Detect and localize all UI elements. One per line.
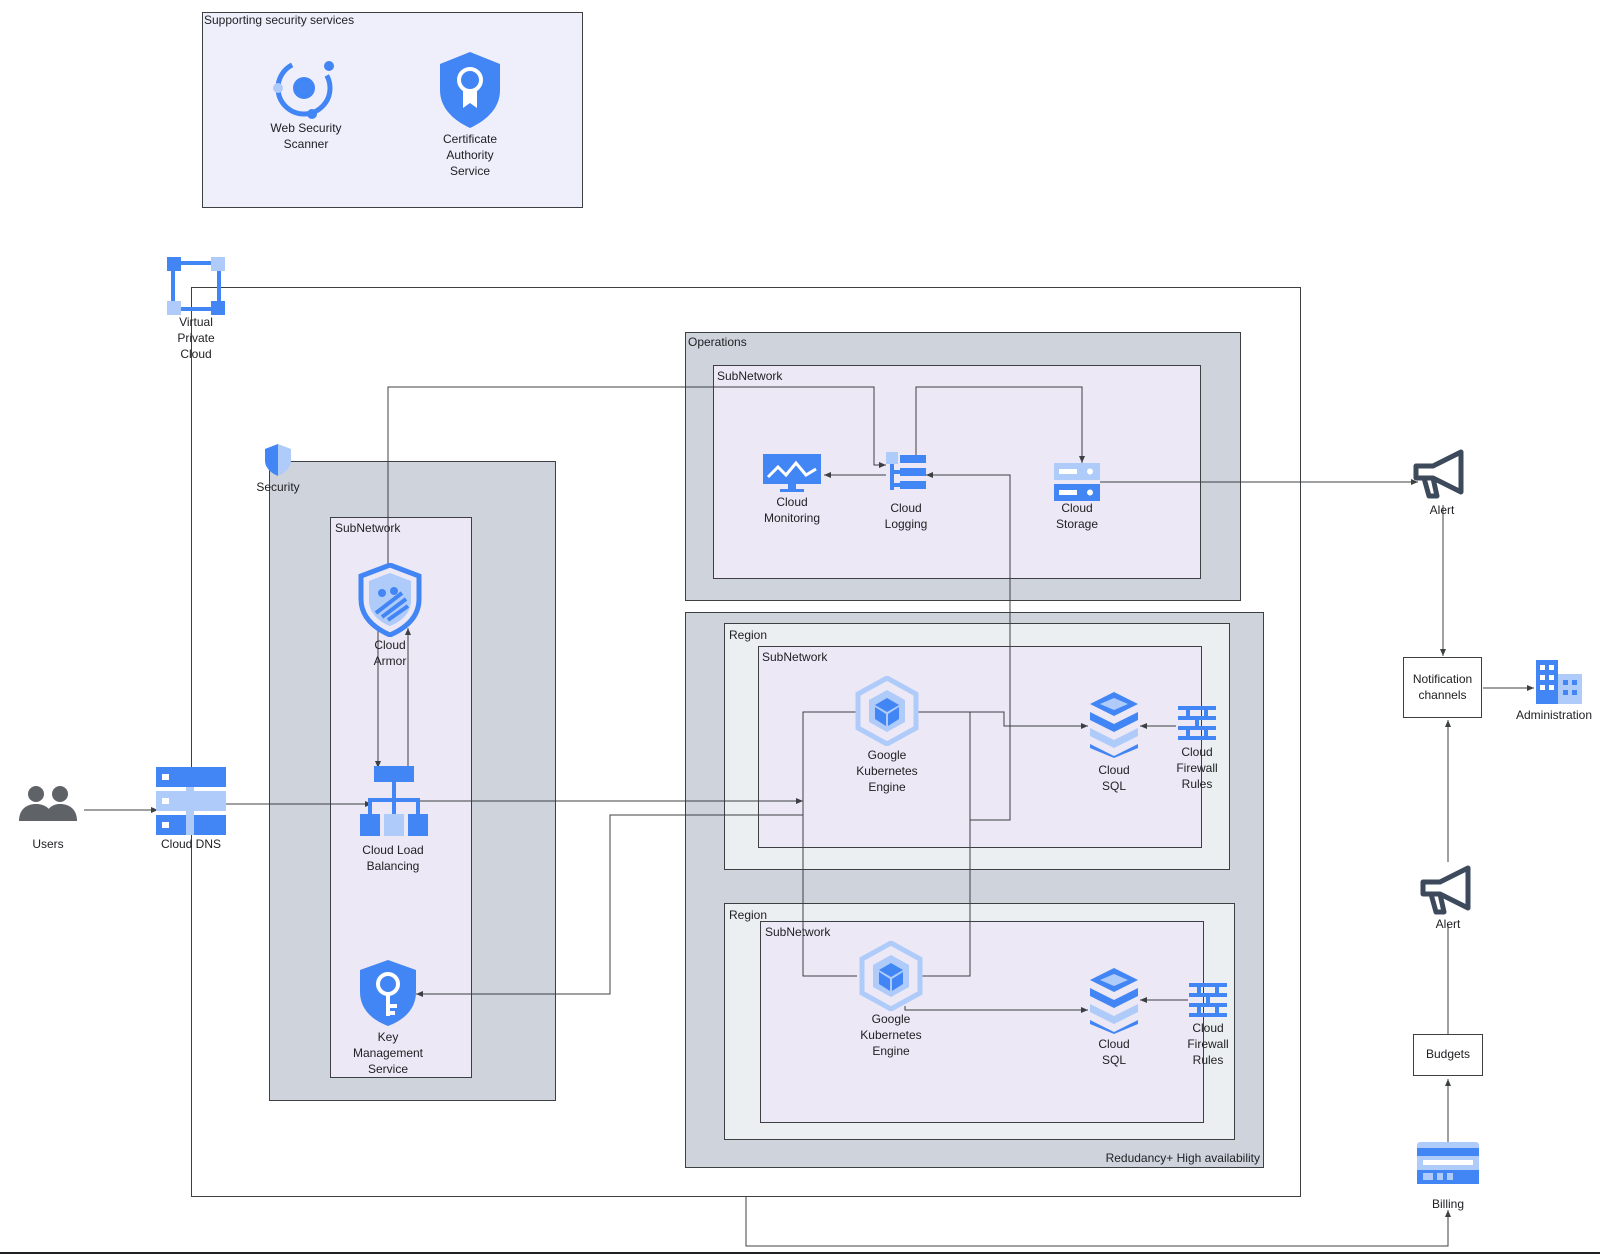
cloud-load-balancing-label: Cloud Load Balancing <box>362 843 424 873</box>
cloud-dns-icon[interactable] <box>156 767 226 835</box>
edge-gke1-logging <box>926 472 1011 821</box>
alert-bottom-label: Alert <box>1435 917 1461 931</box>
cloud-logging-icon[interactable] <box>886 452 928 492</box>
gke-2-label: Google Kubernetes Engine <box>860 1012 922 1058</box>
firewall-1-icon[interactable] <box>1178 706 1216 742</box>
supporting-security-services-group <box>202 12 583 208</box>
region-1-subnetwork-label: SubNetwork <box>762 650 828 664</box>
cloud-monitoring-label: Cloud Monitoring <box>763 495 821 525</box>
cloud-storage-icon[interactable] <box>1054 463 1100 501</box>
cloud-logging-label: Cloud Logging <box>884 501 928 531</box>
edge-gke-kms <box>416 814 803 997</box>
security-label: Security <box>256 480 300 494</box>
certificate-authority-label: Certificate Authority Service <box>442 132 498 178</box>
gke-2-icon[interactable] <box>859 941 923 1011</box>
budgets-box[interactable] <box>1413 1034 1483 1076</box>
administration-label: Administration <box>1515 708 1593 722</box>
certificate-authority-icon[interactable] <box>437 50 503 130</box>
web-security-scanner-icon[interactable] <box>266 56 342 120</box>
notification-channels-box[interactable] <box>1403 657 1482 718</box>
edge-gke-cluster-loop <box>802 711 971 977</box>
supporting-security-services-label: Supporting security services <box>204 13 355 27</box>
cloud-load-balancing-icon[interactable] <box>360 766 428 836</box>
edge-gke1-sql1 <box>970 711 1088 729</box>
edge-logging-storage <box>915 386 1085 463</box>
cloud-monitoring-icon[interactable] <box>762 453 822 493</box>
cloud-sql-1-label: Cloud SQL <box>1098 763 1130 793</box>
region-2-subnetwork <box>760 921 1204 1123</box>
users-label: Users <box>32 837 64 851</box>
administration-icon[interactable] <box>1536 660 1582 704</box>
cloud-sql-1-icon[interactable] <box>1088 690 1140 758</box>
security-shield-icon <box>263 443 293 477</box>
edge-gke2-sql2 <box>904 1006 1088 1013</box>
cloud-storage-label: Cloud Storage <box>1055 501 1099 531</box>
notification-channels-label: Notification channels <box>1412 672 1473 702</box>
region-2-label: Region <box>729 908 768 922</box>
firewall-1-label: Cloud Firewall Rules <box>1176 745 1218 791</box>
gke-1-icon[interactable] <box>855 676 919 746</box>
alert-megaphone-icon[interactable] <box>1411 448 1471 500</box>
security-subnetwork-label: SubNetwork <box>335 521 401 535</box>
region-1-label: Region <box>729 628 768 642</box>
alert-top-label: Alert <box>1429 503 1455 517</box>
cloud-sql-2-icon[interactable] <box>1088 966 1140 1034</box>
edge-vpc-billing <box>745 1197 1451 1247</box>
region-2-subnetwork-label: SubNetwork <box>765 925 831 939</box>
key-management-icon[interactable] <box>358 958 418 1028</box>
firewall-2-icon[interactable] <box>1189 983 1227 1019</box>
operations-subnetwork-label: SubNetwork <box>717 369 783 383</box>
billing-label: Billing <box>1431 1197 1464 1211</box>
gke-1-label: Google Kubernetes Engine <box>856 748 918 794</box>
vpc-boundary <box>191 287 1301 1197</box>
users-icon[interactable] <box>19 785 77 821</box>
cloud-armor-label: Cloud Armor <box>373 638 407 668</box>
vpc-label: Virtual Private Cloud <box>177 315 215 361</box>
vpc-icon[interactable] <box>167 257 225 315</box>
edge-armor-logging <box>387 386 886 566</box>
billing-icon[interactable] <box>1417 1142 1479 1184</box>
alert-bottom-megaphone-icon[interactable] <box>1418 864 1478 916</box>
key-management-label: Key Management Service <box>352 1030 424 1076</box>
ha-label: Redudancy+ High availability <box>1105 1151 1260 1165</box>
budgets-label: Budgets <box>1425 1047 1471 1061</box>
operations-label: Operations <box>688 335 747 349</box>
cloud-dns-label: Cloud DNS <box>160 837 222 851</box>
web-security-scanner-label: Web Security Scanner <box>270 121 342 151</box>
cloud-sql-2-label: Cloud SQL <box>1098 1037 1130 1067</box>
region-1-subnetwork <box>758 646 1202 848</box>
cloud-armor-icon[interactable] <box>358 563 422 637</box>
firewall-2-label: Cloud Firewall Rules <box>1187 1021 1229 1067</box>
